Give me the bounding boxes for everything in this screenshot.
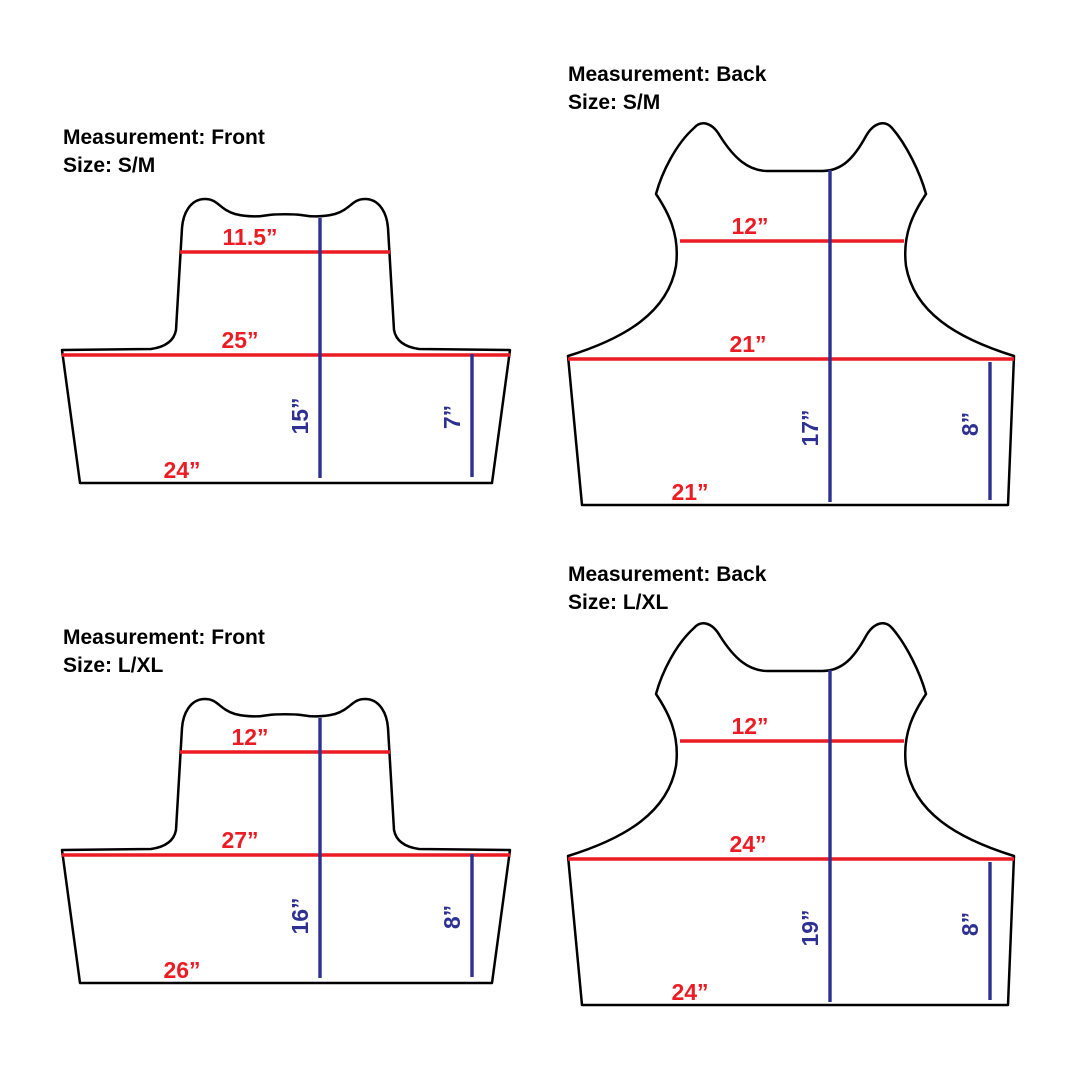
bottom-width-value: 26” <box>163 957 200 983</box>
top-width-value: 12” <box>231 724 268 750</box>
side-length-value: 8” <box>957 412 983 436</box>
bottom-width-value: 24” <box>671 979 708 1005</box>
side-length-value: 8” <box>439 905 465 929</box>
vest-front-outline <box>60 697 512 985</box>
chest-width-value: 21” <box>729 331 766 357</box>
size-label: Size: L/XL <box>568 591 669 614</box>
vest-back-lxl-diagram: 12” 24” 24” 19” 8” <box>566 622 1016 1007</box>
top-width-value: 11.5” <box>223 224 278 250</box>
vest-front-lxl-diagram: 12” 27” 26” 16” 8” <box>60 697 512 985</box>
chest-width-value: 27” <box>221 827 258 853</box>
panel-header-back-lxl: Measurement: Back Size: L/XL <box>568 561 766 617</box>
vest-back-outline <box>566 622 1016 1007</box>
vest-front-outline <box>60 197 512 485</box>
top-width-value: 12” <box>731 713 768 739</box>
chest-width-value: 25” <box>221 327 258 353</box>
bottom-width-value: 24” <box>163 457 200 483</box>
measurement-type-label: Measurement: Back <box>568 63 767 86</box>
vest-back-sm-diagram: 12” 21” 21” 17” 8” <box>566 122 1016 507</box>
top-width-value: 12” <box>731 213 768 239</box>
panel-header-front-sm: Measurement: Front Size: S/M <box>63 124 265 180</box>
vest-front-sm-diagram: 11.5” 25” 24” 15” 7” <box>60 197 512 485</box>
size-label: Size: S/M <box>568 91 661 114</box>
size-label: Size: S/M <box>63 154 156 177</box>
side-length-value: 8” <box>957 912 983 936</box>
measurement-type-label: Measurement: Front <box>63 126 265 149</box>
center-length-value: 16” <box>287 897 313 934</box>
center-length-value: 15” <box>287 397 313 434</box>
vest-back-outline <box>566 122 1016 507</box>
center-length-value: 19” <box>797 909 823 946</box>
panel-header-front-lxl: Measurement: Front Size: L/XL <box>63 624 265 680</box>
measurement-type-label: Measurement: Back <box>568 563 767 586</box>
bottom-width-value: 21” <box>671 479 708 505</box>
measurement-type-label: Measurement: Front <box>63 626 265 649</box>
chest-width-value: 24” <box>729 831 766 857</box>
panel-header-back-sm: Measurement: Back Size: S/M <box>568 61 766 117</box>
center-length-value: 17” <box>797 409 823 446</box>
side-length-value: 7” <box>439 405 465 429</box>
size-label: Size: L/XL <box>63 654 164 677</box>
